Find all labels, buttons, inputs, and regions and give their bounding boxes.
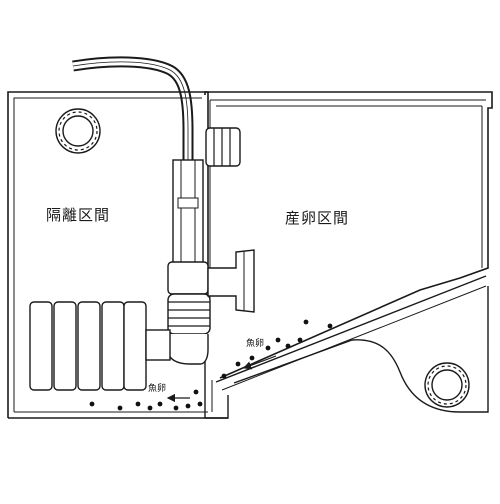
suction-cup-left — [55, 108, 101, 154]
sponge-filter — [29, 301, 171, 391]
isolation-compartment — [7, 91, 228, 419]
egg-flow-arrow-upper — [242, 355, 277, 370]
fish-eggs — [89, 319, 333, 411]
isolation-compartment-label: 隔離区間 — [46, 206, 111, 224]
suction-cup-right — [424, 362, 470, 408]
pump-body — [167, 261, 211, 365]
lift-tube — [172, 159, 204, 271]
eggs-label-upper: 魚卵 — [246, 339, 265, 349]
outlet-nozzle — [207, 249, 255, 313]
spawning-compartment — [204, 91, 493, 419]
ribbed-clip — [205, 127, 241, 167]
eggs-label-lower: 魚卵 — [148, 384, 167, 394]
spawning-compartment-label: 産卵区間 — [285, 209, 350, 227]
